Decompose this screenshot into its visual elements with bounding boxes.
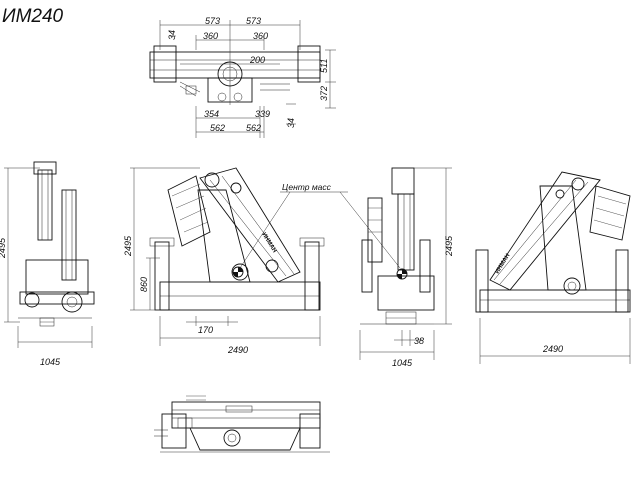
far-boom-brand: ИНМАН — [495, 253, 512, 275]
bottom-left-outrigger — [161, 413, 187, 449]
left-column — [37, 169, 53, 241]
dim-front-2490: 2490 — [227, 345, 248, 355]
top-plan-view: 573 573 360 360 34 200 511 372 354 339 3… — [149, 16, 336, 138]
drawing-title: ИМ240 — [2, 6, 64, 27]
center-of-mass-label: Центр масс — [282, 182, 332, 192]
dim-562-left: 562 — [210, 123, 225, 133]
right-base — [377, 275, 435, 311]
dim-573-right: 573 — [246, 16, 261, 26]
bottom-right-outrigger — [299, 413, 321, 449]
front-boom-brand: ИНМАН — [260, 232, 277, 254]
far-column — [539, 185, 587, 291]
center-of-mass-callout: Центр масс — [239, 182, 401, 269]
front-boom — [199, 167, 301, 283]
left-base — [25, 259, 89, 295]
dim-right-2495: 2495 — [444, 235, 454, 257]
dim-339: 339 — [255, 109, 270, 119]
left-boom-pack — [61, 189, 77, 281]
dim-562-right: 562 — [246, 123, 261, 133]
front-view: ИНМАН 2495 860 170 2490 — [123, 167, 325, 355]
dim-right-1045: 1045 — [392, 358, 413, 368]
far-right-view: ИНМАН 2490 — [475, 171, 631, 364]
left-frame — [19, 291, 95, 305]
right-side-view: 2495 38 1045 — [359, 167, 454, 368]
front-center-of-mass — [232, 266, 244, 278]
dim-front-860: 860 — [139, 277, 149, 292]
dim-34-lower: 34 — [286, 118, 296, 128]
dim-511: 511 — [319, 59, 329, 73]
bottom-base — [189, 427, 301, 451]
front-boom-pack — [167, 175, 211, 247]
dim-left-1045: 1045 — [40, 357, 61, 367]
dim-200: 200 — [249, 55, 265, 65]
right-boom-pack — [367, 197, 383, 263]
dim-360-left: 360 — [203, 31, 218, 41]
dim-left-2495: 2495 — [0, 237, 7, 259]
front-right-leg — [304, 241, 320, 311]
right-head — [391, 167, 415, 195]
front-left-leg — [154, 241, 170, 311]
top-left-outrigger — [153, 45, 177, 83]
dim-front-2495: 2495 — [123, 235, 133, 257]
right-column — [397, 193, 415, 271]
top-right-outrigger — [297, 45, 321, 83]
far-base-frame — [479, 289, 631, 313]
far-boom-pack — [589, 185, 631, 241]
front-column — [197, 189, 251, 283]
dim-573-left: 573 — [205, 16, 220, 26]
dim-far-2490: 2490 — [542, 344, 563, 354]
dim-372: 372 — [319, 86, 329, 101]
dim-34-upper: 34 — [167, 30, 177, 40]
dim-right-38: 38 — [414, 336, 424, 346]
far-boom — [489, 171, 601, 291]
dim-front-170: 170 — [198, 325, 213, 335]
left-side-view: 2495 1045 — [0, 161, 95, 367]
dim-354: 354 — [204, 109, 219, 119]
dim-360-right: 360 — [253, 31, 268, 41]
top-base-frame — [149, 51, 321, 79]
bottom-transport-view — [154, 395, 330, 453]
